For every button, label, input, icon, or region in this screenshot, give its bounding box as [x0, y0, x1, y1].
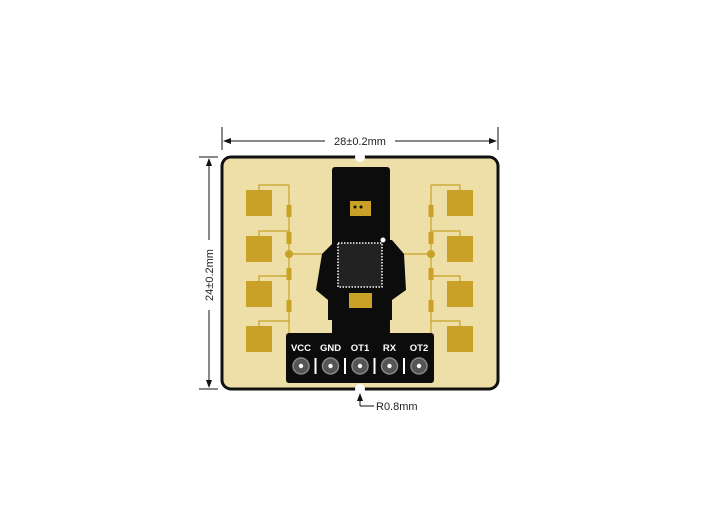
feed-line: [258, 184, 289, 198]
height-label: 24±0.2mm: [204, 249, 216, 301]
top-component-pad: [350, 201, 371, 216]
pin-label-rx: RX: [383, 343, 397, 354]
pin-label-ot2: OT2: [410, 343, 428, 354]
feed-line: [431, 275, 461, 289]
antenna-array: [246, 184, 473, 352]
pins: VCC GND OT1 RX OT2: [291, 343, 428, 375]
feed-line: [258, 230, 289, 244]
feed-line: [431, 230, 461, 244]
top-notch: [355, 152, 365, 162]
width-label: 28±0.2mm: [334, 136, 386, 148]
feed-line: [431, 320, 461, 334]
notch-radius-label: R0.8mm: [376, 401, 418, 413]
bottom-notch: [355, 384, 365, 394]
notch-radius-callout: R0.8mm: [357, 393, 418, 413]
feed-line: [431, 184, 461, 198]
width-dimension: 28±0.2mm: [221, 127, 499, 150]
feed-line: [258, 275, 289, 289]
height-dimension: 24±0.2mm: [199, 156, 218, 390]
radar-chip: [337, 242, 383, 288]
pin-label-gnd: GND: [320, 343, 341, 354]
pin-label-ot1: OT1: [351, 343, 370, 354]
bottom-component-pad: [349, 293, 372, 308]
pin-label-vcc: VCC: [291, 343, 311, 354]
feed-line: [258, 320, 289, 334]
